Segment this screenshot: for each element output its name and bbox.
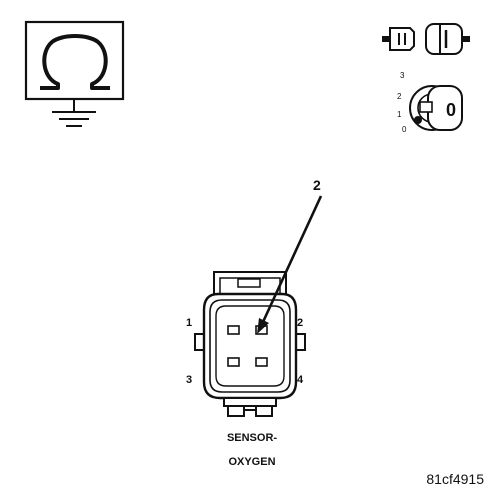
connector-name-line2: OXYGEN xyxy=(228,456,275,468)
figure-id: 81cf4915 xyxy=(426,471,484,487)
callout-number: 2 xyxy=(313,177,321,193)
pin-label-4: 4 xyxy=(297,374,304,386)
ignition-position-3: 3 xyxy=(400,71,405,80)
key-position-label: 0 xyxy=(446,100,456,120)
ohmmeter-symbol xyxy=(24,20,125,127)
pin-cavity-4 xyxy=(255,357,268,367)
pin-label-1: 1 xyxy=(186,317,192,329)
pin-label-3: 3 xyxy=(186,374,192,386)
omega-icon xyxy=(40,34,110,90)
callout-pointer: 2 xyxy=(257,177,323,334)
oxygen-sensor-connector: 1 2 3 4 xyxy=(186,271,306,417)
ground-icon xyxy=(52,111,96,127)
ignition-switch-icon: 0 3 2 1 0 xyxy=(397,71,463,134)
connector-name-line1: SENSOR- xyxy=(227,432,277,444)
pin-cavity-1 xyxy=(227,325,240,335)
ignition-position-1: 1 xyxy=(397,110,402,119)
connector-pair-icon xyxy=(382,23,470,55)
ignition-position-2: 2 xyxy=(397,92,402,101)
pin-cavity-3 xyxy=(227,357,240,367)
pin-label-2: 2 xyxy=(297,317,303,329)
ignition-position-0: 0 xyxy=(402,125,407,134)
